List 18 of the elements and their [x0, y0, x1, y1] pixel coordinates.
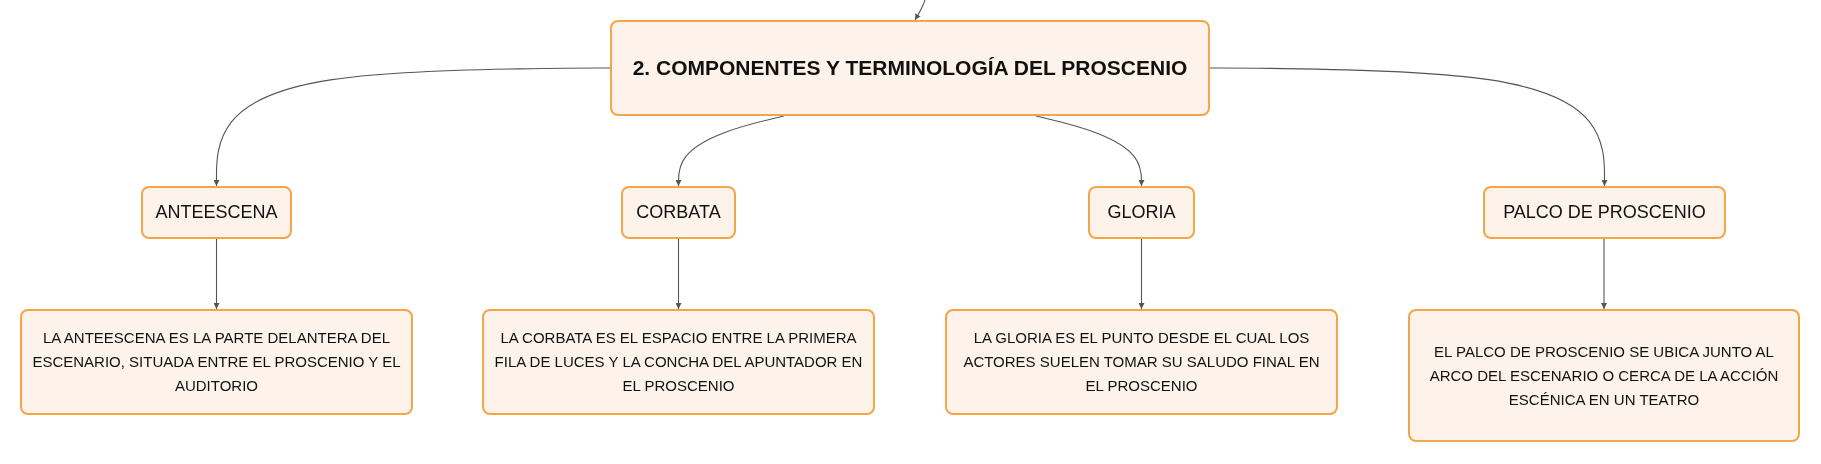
connector-arrow — [914, 0, 926, 21]
connector-arrow — [213, 67, 611, 187]
subtopic-box: GLORIA — [1088, 186, 1195, 239]
connector-arrow — [675, 115, 785, 187]
subtopic-box: ANTEESCENA — [141, 186, 292, 239]
connector-arrow — [213, 238, 220, 310]
description-box: LA ANTEESCENA ES LA PARTE DELANTERA DEL ESCENARIO, SITUADA ENTRE EL PROSCENIO Y EL AUDITORIO — [20, 309, 413, 415]
description-box: LA CORBATA ES EL ESPACIO ENTRE LA PRIMERA FILA DE LUCES Y LA CONCHA DEL APUNTADOR EN EL PROSCENIO — [482, 309, 875, 415]
description-box: EL PALCO DE PROSCENIO SE UBICA JUNTO AL ARCO DEL ESCENARIO O CERCA DE LA ACCIÓN ESCÉNICA EN UN TEATRO — [1408, 309, 1800, 442]
subtopic-box: PALCO DE PROSCENIO — [1483, 186, 1726, 239]
connector-arrow — [1601, 238, 1607, 310]
subtopic-box: CORBATA — [621, 186, 736, 239]
description-box: LA GLORIA ES EL PUNTO DESDE EL CUAL LOS ACTORES SUELEN TOMAR SU SALUDO FINAL EN EL PROSCENIO — [945, 309, 1338, 415]
connector-arrow — [675, 238, 682, 310]
topic-box: 2. COMPONENTES Y TERMINOLOGÍA DEL PROSCENIO — [610, 20, 1210, 116]
connector-arrow — [1209, 67, 1608, 187]
connector-arrow — [1138, 238, 1145, 310]
connector-arrow — [1035, 115, 1145, 187]
